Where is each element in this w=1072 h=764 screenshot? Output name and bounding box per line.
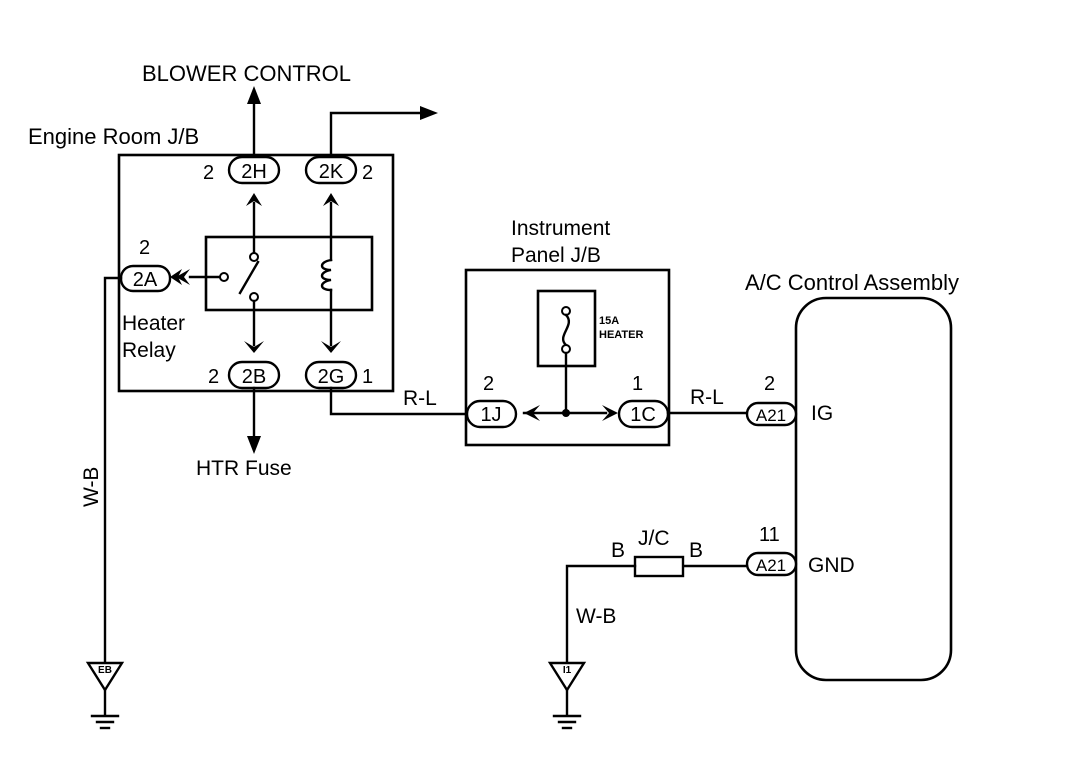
wb-right-label: W-B (576, 605, 616, 628)
connector-a21-ig-label: A21 (756, 406, 786, 425)
heater-relay-label-2: Relay (122, 339, 176, 362)
connector-2H: 2 2H (203, 155, 281, 185)
pin-gnd-number: 11 (759, 524, 780, 546)
terminal-1J (524, 405, 540, 421)
pin-2A-number: 2 (139, 237, 150, 259)
ground-i1-label: I1 (563, 665, 572, 676)
connector-1C-label: 1C (630, 404, 656, 426)
relay-switch (188, 201, 260, 347)
ac-control-label: A/C Control Assembly (745, 270, 959, 295)
relay-coil (320, 201, 333, 347)
wb-wire-left (103, 276, 123, 666)
connector-2G: 2G 1 (304, 360, 373, 390)
rl-wire-1-label: R-L (403, 387, 437, 410)
heater-fuse (536, 289, 597, 415)
engine-room-jb-label: Engine Room J/B (28, 124, 199, 149)
ground-eb: EB (85, 661, 125, 730)
ground-eb-label: EB (98, 665, 112, 676)
rl-wire-1 (329, 386, 470, 416)
pin-2K-number: 2 (362, 162, 373, 184)
terminal-2H (246, 193, 262, 206)
wb-wire-right (565, 564, 637, 666)
connector-2K: 2K 2 (304, 155, 373, 185)
pin-1C-number: 1 (632, 373, 643, 395)
b-left-label: B (611, 539, 625, 562)
splice-dot (562, 409, 570, 417)
b-right-label: B (689, 539, 703, 562)
connector-1C: 1 1C (617, 373, 670, 429)
gnd-label: GND (808, 554, 855, 577)
pin-2H-number: 2 (203, 162, 214, 184)
fuse-name-label: HEATER (599, 329, 643, 341)
terminal-2B (244, 341, 264, 353)
connector-2K-label: 2K (319, 161, 344, 183)
connector-2H-label: 2H (241, 161, 267, 183)
htr-fuse-arrow (247, 386, 261, 454)
terminal-2K (323, 193, 339, 206)
blower-control-label: BLOWER CONTROL (142, 61, 351, 86)
instrument-panel-jb-box (464, 268, 671, 447)
pin-2B-number: 2 (208, 366, 219, 388)
ig-label: IG (811, 402, 833, 425)
pin-1J-number: 2 (483, 373, 494, 395)
rl-wire-2-label: R-L (690, 386, 724, 409)
htr-fuse-label: HTR Fuse (196, 457, 292, 480)
ac-control-box (794, 296, 953, 682)
ground-i1: I1 (547, 661, 587, 730)
connector-2B-label: 2B (242, 366, 266, 388)
junction-connector (633, 555, 685, 578)
jc-label: J/C (638, 527, 670, 550)
pin-ig-number: 2 (764, 373, 775, 395)
terminal-2A (176, 269, 190, 285)
connector-2G-label: 2G (318, 366, 345, 388)
connector-1J: 2 1J (465, 373, 518, 429)
relay-coil-out-arrow (329, 106, 438, 162)
heater-relay-box (204, 235, 374, 312)
connector-a21-ig: 2 A21 (745, 373, 798, 427)
pin-2G-number: 1 (362, 366, 373, 388)
connector-a21-gnd: 11 A21 (745, 524, 798, 577)
connector-2A: 2 2A (119, 237, 172, 293)
instrument-panel-label-1: Instrument (511, 217, 610, 240)
blower-control-arrow (247, 86, 261, 162)
wb-left-label: W-B (80, 467, 103, 507)
terminal-2G (321, 341, 341, 353)
engine-room-jb-box (117, 153, 395, 393)
connector-1J-label: 1J (480, 404, 501, 426)
connector-2A-label: 2A (133, 269, 158, 291)
fuse-amp-label: 15A (599, 315, 619, 327)
heater-relay-label-1: Heater (122, 312, 185, 335)
terminal-1C (602, 405, 618, 421)
connector-a21-gnd-label: A21 (756, 556, 786, 575)
connector-2B: 2 2B (208, 360, 281, 390)
instrument-panel-label-2: Panel J/B (511, 244, 601, 267)
